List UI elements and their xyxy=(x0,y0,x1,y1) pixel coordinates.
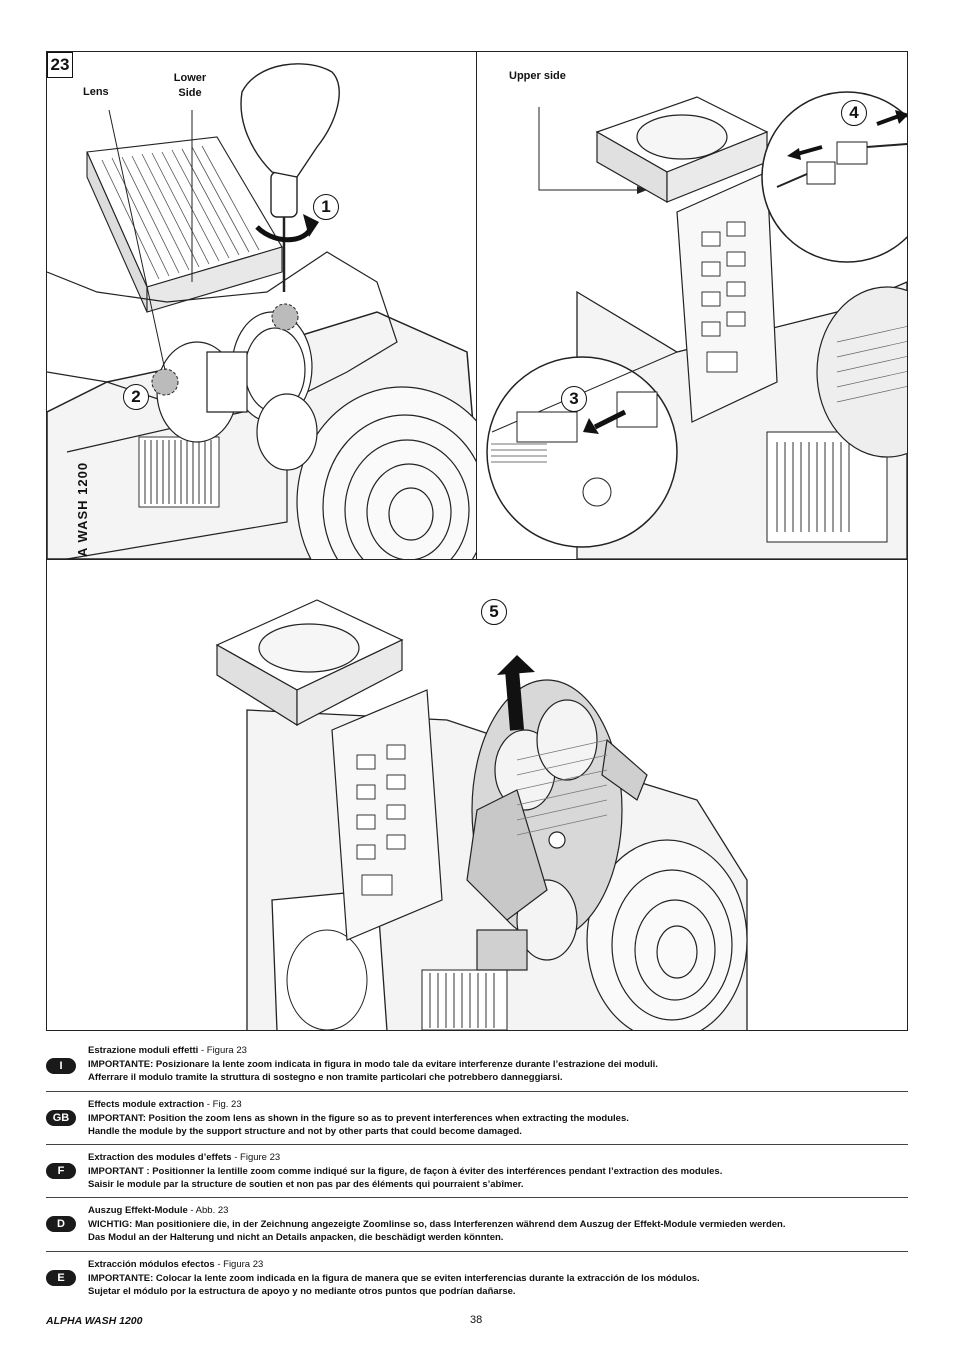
instruction-line: Afferrare il modulo tramite la struttura… xyxy=(88,1072,563,1083)
language-badge-it: I xyxy=(46,1058,76,1074)
step-4-marker: 4 xyxy=(841,100,867,126)
instruction-title: Auszug Effekt-Module xyxy=(88,1205,188,1216)
instruction-line: IMPORTANTE: Posizionare la lente zoom in… xyxy=(88,1058,658,1070)
figure-23: 23 xyxy=(46,51,908,1031)
instruction-line: IMPORTANTE: Colocar la lente zoom indica… xyxy=(88,1272,700,1284)
step-1-marker: 1 xyxy=(313,194,339,220)
figure-reference: - Figure 23 xyxy=(231,1152,281,1163)
step-2-marker: 2 xyxy=(123,384,149,410)
footer-product-name: ALPHA WASH 1200 xyxy=(46,1315,143,1327)
instruction-title: Extracción módulos efectos xyxy=(88,1259,215,1270)
language-badge-e: E xyxy=(46,1270,76,1286)
instruction-title: Effects module extraction xyxy=(88,1099,205,1110)
lens-label: Lens xyxy=(83,85,109,100)
instruction-line: IMPORTANT: Position the zoom lens as sho… xyxy=(88,1112,629,1124)
instruction-line: Saisir le module par la structure de sou… xyxy=(88,1179,524,1190)
illustration-module-extraction xyxy=(215,599,748,1030)
device-model-text: A WASH 1200 xyxy=(75,461,90,557)
instruction-spanish: E Extracción módulos efectos - Figura 23… xyxy=(46,1252,908,1304)
instruction-line: Sujetar el módulo por la estructura de a… xyxy=(88,1286,516,1297)
instruction-line: WICHTIG: Man positioniere die, in der Ze… xyxy=(88,1218,786,1230)
instruction-line: IMPORTANT : Positionner la lentille zoom… xyxy=(88,1165,723,1177)
instruction-english: GB Effects module extraction - Fig. 23 I… xyxy=(46,1092,908,1145)
lower-side-label: Lower Side xyxy=(165,71,215,101)
figure-reference: - Abb. 23 xyxy=(187,1205,229,1216)
language-badge-gb: GB xyxy=(46,1110,76,1126)
figure-reference: - Fig. 23 xyxy=(204,1099,242,1110)
panel-steps-3-4: Upper side 3 4 xyxy=(477,52,907,559)
instruction-text: Estrazione moduli effetti - Figura 23 IM… xyxy=(88,1044,658,1085)
illustration-connectors xyxy=(486,91,907,559)
panel-steps-1-2: 23 xyxy=(47,52,477,559)
instruction-text: Effects module extraction - Fig. 23 IMPO… xyxy=(88,1098,629,1139)
illustration-zoom-lens xyxy=(47,63,476,559)
figure-number: 23 xyxy=(47,52,73,78)
instruction-title: Estrazione moduli effetti xyxy=(88,1045,199,1056)
step-5-marker: 5 xyxy=(481,599,507,625)
instruction-text: Auszug Effekt-Module - Abb. 23 WICHTIG: … xyxy=(88,1204,785,1245)
instruction-line: Das Modul an der Halterung und nicht an … xyxy=(88,1232,504,1243)
panel-step-5: 5 xyxy=(47,559,907,1030)
figure-reference: - Figura 23 xyxy=(198,1045,247,1056)
instruction-text: Extracción módulos efectos - Figura 23 I… xyxy=(88,1258,700,1299)
instruction-title: Extraction des modules d’effets xyxy=(88,1152,232,1163)
language-badge-f: F xyxy=(46,1163,76,1179)
page-number: 38 xyxy=(470,1314,483,1326)
language-badge-d: D xyxy=(46,1216,76,1232)
instruction-text: Extraction des modules d’effets - Figure… xyxy=(88,1151,722,1192)
upper-side-label: Upper side xyxy=(509,69,566,84)
instruction-german: D Auszug Effekt-Module - Abb. 23 WICHTIG… xyxy=(46,1198,908,1252)
instruction-italian: I Estrazione moduli effetti - Figura 23 … xyxy=(46,1040,908,1092)
instruction-line: Handle the module by the support structu… xyxy=(88,1126,522,1137)
instruction-french: F Extraction des modules d’effets - Figu… xyxy=(46,1145,908,1198)
step-3-marker: 3 xyxy=(561,386,587,412)
figure-reference: - Figura 23 xyxy=(214,1259,264,1270)
